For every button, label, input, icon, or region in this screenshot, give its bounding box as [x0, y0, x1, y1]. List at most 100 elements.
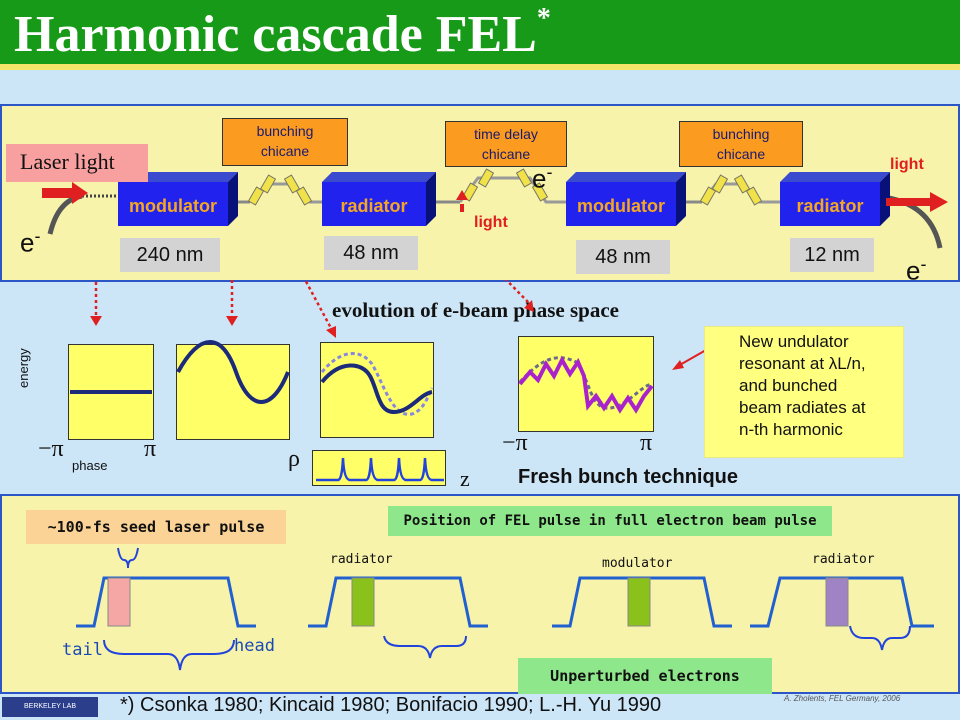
- laser-light-label: Laser light: [6, 144, 148, 182]
- pulse-2: [308, 576, 488, 628]
- pos-pi-label-2: π: [640, 430, 653, 456]
- title-text: Harmonic cascade FEL: [14, 6, 537, 63]
- wavelength-4: 12 nm: [790, 238, 874, 272]
- chicane-3-line1: bunching: [712, 126, 770, 142]
- phase-bunched-dotted: [320, 352, 434, 416]
- undulator-modulator-2: [566, 172, 686, 226]
- magnet: [259, 174, 277, 194]
- pos-pi-label-1: π: [144, 436, 157, 462]
- slice-4: [825, 577, 849, 627]
- harmonic-callout: New undulator resonant at λL/n, and bunc…: [704, 326, 904, 458]
- chicane-label-3: bunching chicane: [679, 121, 803, 167]
- stage-label-modulator: modulator: [602, 556, 673, 571]
- wavelength-1: 240 nm: [120, 238, 220, 272]
- magnet: [745, 186, 763, 206]
- stage-label-radiator-1: radiator: [330, 552, 393, 567]
- callout-arrowhead: [672, 360, 684, 370]
- dotted-arrowhead-3: [326, 326, 336, 338]
- seed-bracket: [117, 547, 139, 569]
- dotted-arrowhead-2: [226, 316, 238, 326]
- undulator-modulator-1: [118, 172, 238, 226]
- electron-charge: -: [546, 162, 553, 182]
- title-underline: [0, 64, 960, 70]
- magnet: [711, 174, 729, 194]
- title-marker: *: [536, 3, 551, 34]
- electron-label-3: e-: [906, 254, 926, 287]
- chicane-2-line1: time delay: [474, 126, 538, 142]
- chicane-3-line2: chicane: [716, 146, 766, 162]
- seed-pulse-label: ~100-fs seed laser pulse: [26, 510, 286, 544]
- chicane-1-line2: chicane: [260, 143, 310, 159]
- phase-sine: [176, 340, 290, 404]
- tail-label: tail: [62, 640, 103, 660]
- slice-3: [627, 577, 651, 627]
- slide-title: Harmonic cascade FEL*: [14, 4, 551, 66]
- title-bar: [0, 0, 960, 64]
- phase-bunched: [320, 363, 433, 415]
- unperturbed-brace-2: [849, 625, 911, 651]
- schematic-graphics: [42, 168, 948, 249]
- undulator-radiator-2: [780, 172, 890, 226]
- phase-space-graphics: [70, 280, 721, 482]
- dotted-arrow-3: [303, 280, 334, 331]
- callout-line: and bunched: [739, 376, 838, 395]
- rho-label: ρ: [288, 446, 300, 472]
- callout-line: n-th harmonic: [739, 420, 843, 439]
- dotted-arrowhead-4: [524, 300, 534, 312]
- electron-charge: -: [34, 226, 41, 246]
- electron-symbol: e: [532, 163, 547, 194]
- magnet: [295, 186, 313, 206]
- stage-name-2: radiator: [340, 196, 408, 216]
- beam-curve-left: [47, 193, 83, 235]
- electron-label-1: e-: [20, 226, 40, 259]
- phase-fresh-wiggle: [518, 355, 654, 414]
- chicane-2-line2: chicane: [481, 146, 531, 162]
- wavelength-3: 48 nm: [576, 240, 670, 274]
- magnet: [531, 182, 549, 202]
- unperturbed-label: Unperturbed electrons: [518, 658, 772, 694]
- phase-axis-label: phase: [72, 458, 108, 473]
- pulse-1: [76, 576, 256, 628]
- electron-symbol: e: [20, 227, 35, 258]
- magnet: [515, 168, 533, 188]
- callout-line: resonant at λL/n,: [739, 354, 866, 373]
- chicane-label-1: bunching chicane: [222, 118, 348, 166]
- neg-pi-label-1: −π: [38, 436, 64, 462]
- light-arrow-mid: [456, 190, 468, 212]
- callout-line: beam radiates at: [739, 398, 866, 417]
- light-output-arrow: [886, 192, 948, 212]
- density-spikes: [316, 457, 444, 482]
- slice-1: [107, 577, 131, 627]
- chicane-1-line1: bunching: [256, 123, 314, 139]
- light-label-out: light: [890, 156, 924, 173]
- credit: A. Zholents, FEL Germany, 2006: [784, 694, 901, 703]
- footnote: *) Csonka 1980; Kincaid 1980; Bonifacio …: [120, 694, 662, 716]
- callout-line: New undulator: [739, 332, 849, 351]
- unperturbed-brace-1: [383, 635, 467, 659]
- head-label: head: [234, 636, 275, 656]
- stage-name-1: modulator: [129, 196, 217, 216]
- wavelength-2: 48 nm: [324, 236, 418, 270]
- neg-pi-label-2: −π: [502, 430, 528, 456]
- stage-name-3: modulator: [577, 196, 665, 216]
- stage-label-radiator-2: radiator: [812, 552, 875, 567]
- electron-charge: -: [920, 254, 927, 274]
- phase-space-title: evolution of e-beam phase space: [332, 298, 619, 322]
- undulator-radiator-1: [322, 172, 436, 226]
- magnet: [477, 168, 495, 188]
- tail-head-brace: [103, 639, 235, 671]
- light-label-mid: light: [474, 214, 508, 231]
- laser-input-arrow: [42, 182, 88, 204]
- pulse-position-label: Position of FEL pulse in full electron b…: [388, 506, 832, 536]
- stage-name-4: radiator: [796, 196, 864, 216]
- electron-label-2: e-: [532, 162, 552, 195]
- dotted-arrow-4: [504, 280, 531, 305]
- electron-symbol: e: [906, 255, 921, 286]
- energy-axis-label: energy: [16, 348, 31, 388]
- z-label: z: [460, 466, 470, 491]
- berkeley-lab-logo: BERKELEY LAB: [2, 697, 98, 717]
- dotted-arrowhead-1: [90, 316, 102, 326]
- fresh-bunch-label: Fresh bunch technique: [518, 466, 739, 488]
- slice-2: [351, 577, 375, 627]
- pulse-graphics: [76, 547, 934, 671]
